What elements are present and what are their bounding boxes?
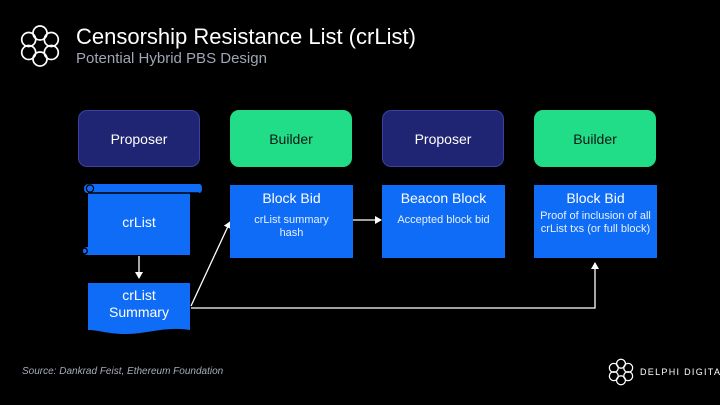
beacon-block-title: Beacon Block (400, 190, 487, 206)
crlist-label: crList (122, 214, 156, 230)
block-bid-body-2: Proof of inclusion of all crList txs (or… (540, 210, 651, 235)
crlist-summary-label-line2: Summary (109, 304, 169, 320)
brand-name: DELPHI DIGITAL (640, 367, 720, 377)
page-subtitle: Potential Hybrid PBS Design (76, 50, 267, 67)
crlist-summary-label: crList Summary (88, 287, 190, 321)
source-note: Source: Dankrad Feist, Ethereum Foundati… (22, 366, 224, 377)
beacon-block-box: Beacon Block Accepted block bid (382, 185, 505, 258)
edge-summary-to-block-bid (190, 221, 232, 307)
crlist-summary-label-line1: crList (122, 287, 156, 303)
block-bid-box-2: Block Bid Proof of inclusion of all crLi… (534, 185, 657, 258)
page-title: Censorship Resistance List (crList) (76, 24, 416, 49)
crlist-summary-shape (88, 283, 190, 334)
beacon-block-body: Accepted block bid (397, 214, 490, 226)
block-bid-title-2: Block Bid (566, 190, 625, 206)
builder-node-1: Builder (230, 110, 352, 167)
delphi-digital-logo-icon (608, 358, 634, 386)
builder-node-2: Builder (534, 110, 656, 167)
proposer-node-2: Proposer (382, 110, 504, 167)
block-bid-body-1: crList summary hash (254, 214, 329, 239)
proposer-node-1: Proposer (78, 110, 200, 167)
delphi-logo-icon (20, 25, 60, 67)
crlist-scroll-shape (81, 184, 202, 255)
block-bid-title-1: Block Bid (262, 190, 321, 206)
edge-summary-to-final-block-bid (191, 262, 599, 309)
block-bid-box-1: Block Bid crList summary hash (230, 185, 353, 258)
